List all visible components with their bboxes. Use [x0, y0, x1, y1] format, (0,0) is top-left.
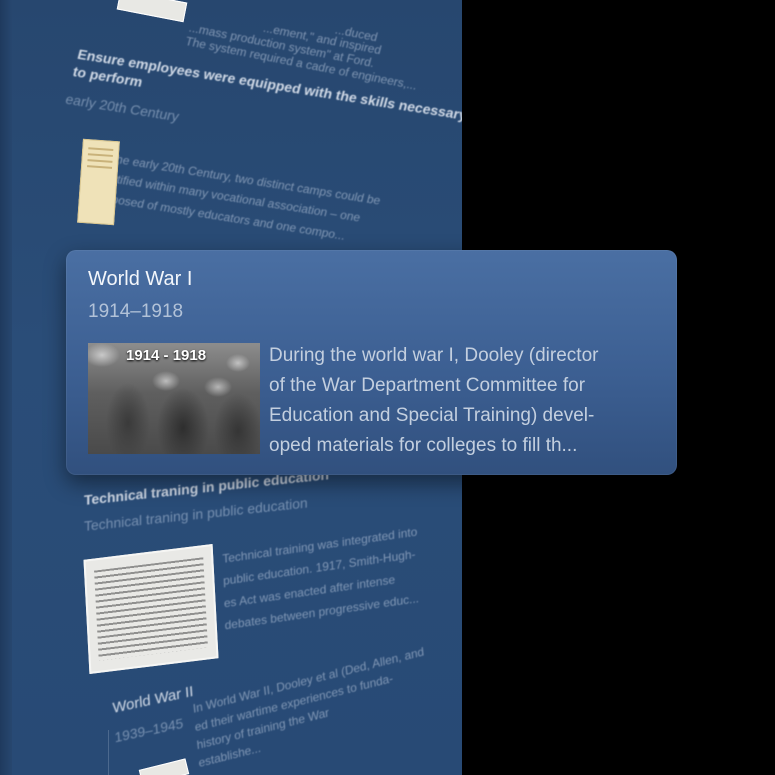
card-date: 1914–1918 — [88, 301, 184, 322]
column-edge — [0, 0, 12, 775]
section-skills[interactable]: Ensure employees were equipped with the … — [64, 46, 462, 243]
section-skills-thumbnail — [77, 138, 120, 226]
section-technical[interactable]: Technical traning in public education Te… — [84, 466, 329, 534]
card-title: World War I — [88, 268, 193, 290]
timeline-line — [108, 730, 109, 775]
section-ww2-body: In World War II, Dooley et al (Ded, Alle… — [192, 644, 425, 771]
section-ww2[interactable]: World War II 1939–1945 — [112, 683, 196, 745]
ww1-photo[interactable]: 1914 - 1918 — [88, 343, 260, 454]
section-ww2-title: World War II — [112, 682, 194, 718]
section-skills-body: In the early 20th Century, two distinct … — [87, 149, 383, 243]
ww1-card[interactable]: World War I 1914–1918 1914 - 1918 During… — [66, 250, 677, 475]
card-description: During the world war I, Dooley (director… — [269, 345, 599, 456]
section-technical-body: Technical training was integrated into p… — [222, 524, 420, 633]
section-technical-thumbnail — [83, 544, 219, 674]
section-ww2-thumbnail — [138, 758, 190, 775]
section-ww2-date: 1939–1945 — [114, 714, 184, 746]
photo-caption: 1914 - 1918 — [126, 347, 207, 364]
top-thumbnail — [116, 0, 188, 23]
